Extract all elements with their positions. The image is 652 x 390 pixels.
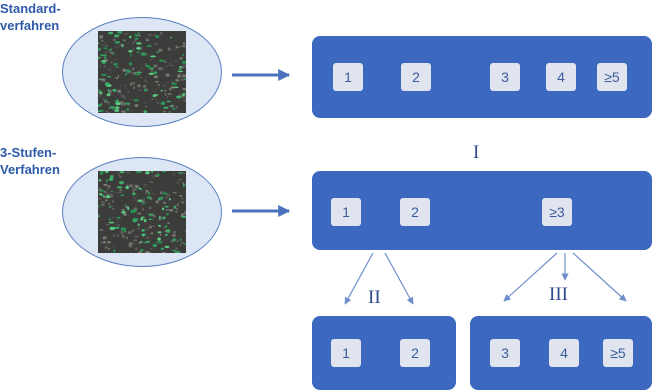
box-stage-three-3: ≥5	[603, 339, 633, 367]
sample-texture	[96, 169, 189, 255]
arrow-down-icon-5	[572, 252, 627, 302]
box-standard-3: 3	[490, 63, 520, 91]
box-stage-one-1: 1	[331, 198, 361, 226]
sample-texture	[95, 30, 188, 115]
arrow-down-icon-2	[384, 252, 414, 305]
bar-stage-three: 3 4 ≥5	[470, 316, 652, 390]
label-standard-line-1: Standard-	[0, 1, 61, 16]
box-standard-2: 2	[401, 63, 431, 91]
label-three-stage-method: 3-Stufen- Verfahren	[0, 144, 60, 178]
box-stage-two-2: 2	[400, 339, 430, 367]
box-stage-one-2: 2	[400, 198, 430, 226]
sample-oval-standard	[62, 17, 222, 127]
arrow-down-icon-3	[503, 252, 558, 302]
sample-oval-three-stage	[62, 157, 222, 267]
box-stage-three-1: 3	[490, 339, 520, 367]
box-standard-4: 4	[546, 63, 576, 91]
box-standard-1: 1	[333, 63, 363, 91]
label-three-stage-line-2: Verfahren	[0, 162, 60, 177]
bar-stage-two: 1 2	[312, 316, 456, 390]
bar-standard: 1 2 3 4 ≥5	[312, 36, 652, 118]
box-stage-three-2: 4	[549, 339, 579, 367]
box-stage-two-1: 1	[331, 339, 361, 367]
label-three-stage-line-1: 3-Stufen-	[0, 145, 57, 160]
box-standard-5: ≥5	[597, 63, 627, 91]
arrow-down-icon-1	[344, 252, 374, 305]
stage-label-three: III	[549, 284, 568, 305]
bar-stage-one: 1 2 ≥3	[312, 171, 652, 250]
label-standard-method: Standard- verfahren	[0, 0, 61, 34]
stage-label-one: I	[473, 142, 480, 163]
label-standard-line-2: verfahren	[0, 18, 60, 33]
stage-label-two: II	[368, 287, 381, 308]
box-stage-one-3: ≥3	[542, 198, 572, 226]
sample-image-standard	[95, 30, 188, 115]
sample-image-three-stage	[96, 169, 189, 255]
